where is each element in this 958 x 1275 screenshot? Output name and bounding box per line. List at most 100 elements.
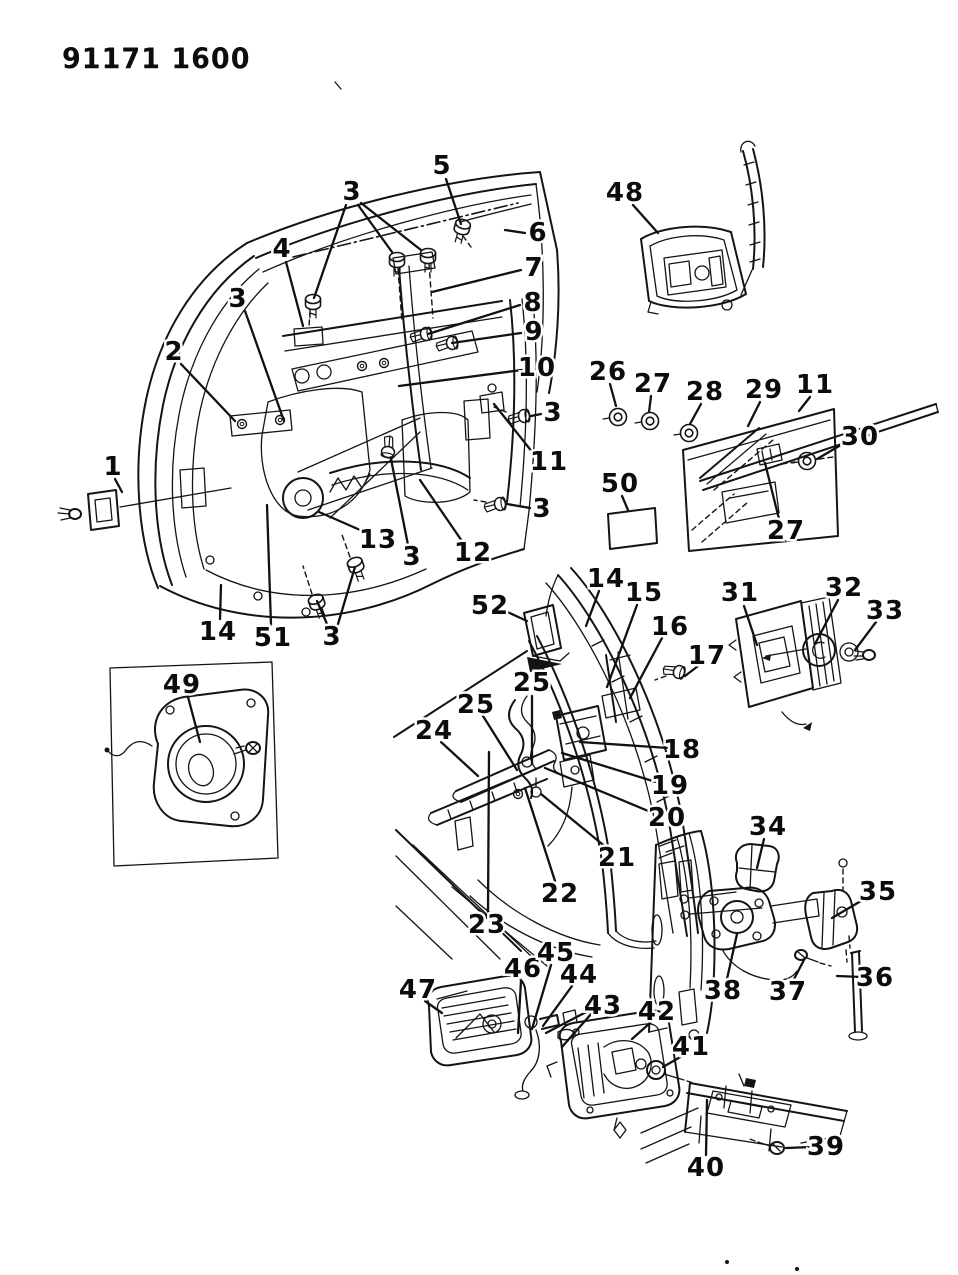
leader-line-25 xyxy=(481,714,519,772)
leader-line-42 xyxy=(630,1021,652,1041)
bolt-icon xyxy=(345,554,370,584)
callout-14: 14 xyxy=(199,617,237,647)
reinforcement-top xyxy=(282,300,503,337)
bracket-notch xyxy=(728,639,742,683)
frame-hatch xyxy=(591,639,670,803)
leader-line-39 xyxy=(784,1145,814,1150)
speaker-wire xyxy=(107,740,153,757)
speaker-screw-tip xyxy=(233,745,247,755)
corner-bolt xyxy=(660,1015,668,1023)
latch-hole xyxy=(576,726,590,740)
hinge-35-hole xyxy=(836,906,848,918)
latch-plate-42 xyxy=(558,1009,681,1120)
sash-bracket xyxy=(601,687,641,719)
callout-1: 1 xyxy=(103,452,122,482)
front-cutout xyxy=(179,467,207,509)
wire-terminal xyxy=(104,747,110,753)
skin-diagonal xyxy=(395,829,522,952)
handle-inner xyxy=(436,987,522,1054)
pillar-hinge-group xyxy=(648,830,868,1041)
equalizer-channel xyxy=(329,460,471,479)
grommet-stem xyxy=(663,1073,685,1081)
cutout-slot xyxy=(708,255,724,287)
latch-tab xyxy=(546,1061,558,1078)
callout-17: 17 xyxy=(688,641,726,671)
screw-dash xyxy=(340,531,351,558)
hinge-bolt xyxy=(752,931,762,941)
regulator-arm xyxy=(297,417,421,473)
bolt-icon xyxy=(378,357,390,369)
callout-43: 43 xyxy=(584,991,622,1021)
latch-tab xyxy=(676,1036,691,1042)
inner-sill-arc xyxy=(469,895,593,958)
belt-strip-11b xyxy=(702,411,939,491)
callout-2: 2 xyxy=(164,337,183,367)
lock-pillar-line1 xyxy=(506,299,516,503)
sash-line xyxy=(706,433,767,485)
callout-5: 5 xyxy=(432,151,451,181)
sill-rail2 xyxy=(686,1092,845,1122)
latch-body xyxy=(555,705,607,761)
leader-line-18 xyxy=(578,740,670,750)
channel-bottom xyxy=(607,932,655,950)
door-bottom-inner xyxy=(205,568,427,597)
sill-diagonal xyxy=(640,1107,699,1164)
callout-20: 20 xyxy=(648,803,686,833)
latch-mechanism xyxy=(603,1040,652,1089)
skin-diagonal xyxy=(412,844,532,957)
leader-line-50 xyxy=(620,494,630,512)
regulator-arm xyxy=(329,431,421,519)
motion-arrowhead xyxy=(803,722,812,731)
bracket-bolt xyxy=(487,383,497,393)
corner-bolt xyxy=(572,1028,580,1036)
flange-hole xyxy=(246,698,256,708)
callout-48: 48 xyxy=(606,178,644,208)
leader-line-44 xyxy=(541,984,574,1028)
sash-tab xyxy=(609,654,631,661)
lock-pillar-line2 xyxy=(519,298,527,508)
platform xyxy=(706,1090,792,1128)
latch-hatch xyxy=(577,1042,605,1099)
callout-15: 15 xyxy=(625,578,663,608)
callout-24: 24 xyxy=(415,716,453,746)
pillar-hole xyxy=(678,988,698,1026)
bolt-icon xyxy=(356,360,368,372)
bracket-52-inner xyxy=(530,611,555,650)
callout-34: 34 xyxy=(749,812,787,842)
spacer-pad-50 xyxy=(607,507,658,550)
glass-run-strut2 xyxy=(408,265,432,469)
callout-51: 51 xyxy=(254,623,292,653)
callout-25: 25 xyxy=(513,668,551,698)
bracket-screw-head xyxy=(68,508,82,520)
screw-39-slot xyxy=(772,1143,781,1152)
skin-diagonal xyxy=(451,886,548,967)
drop-line xyxy=(428,263,434,319)
center-line xyxy=(765,648,807,657)
callout-27: 27 xyxy=(767,516,805,546)
latch-cam xyxy=(611,1047,637,1075)
leader-line-36 xyxy=(835,974,863,979)
link-rod-46 xyxy=(521,1029,541,1092)
callout-14: 14 xyxy=(587,564,625,594)
glass-shading xyxy=(691,493,735,531)
leader-line-27 xyxy=(763,461,781,521)
mirror-bracket xyxy=(87,489,120,531)
callout-33: 33 xyxy=(866,596,904,626)
pin-base xyxy=(848,1031,868,1041)
bracket-screw-threads xyxy=(57,507,71,521)
callout-49: 49 xyxy=(163,670,201,700)
grommet-icon xyxy=(791,451,817,471)
back-plate xyxy=(800,596,842,691)
leader-line-5 xyxy=(444,177,463,226)
leader-line-23 xyxy=(486,750,491,914)
run-channel-arc2 xyxy=(536,635,617,932)
leader-line-49 xyxy=(186,695,202,744)
callout-3: 3 xyxy=(532,494,551,524)
leader-line-16 xyxy=(628,636,664,700)
sash-channel2 xyxy=(617,651,629,720)
corner-bolt xyxy=(586,1106,594,1114)
callout-26: 26 xyxy=(589,357,627,387)
latch-pin xyxy=(635,1058,647,1070)
rear-frame-curve2 xyxy=(570,567,699,934)
handle-hatch xyxy=(441,996,517,1041)
